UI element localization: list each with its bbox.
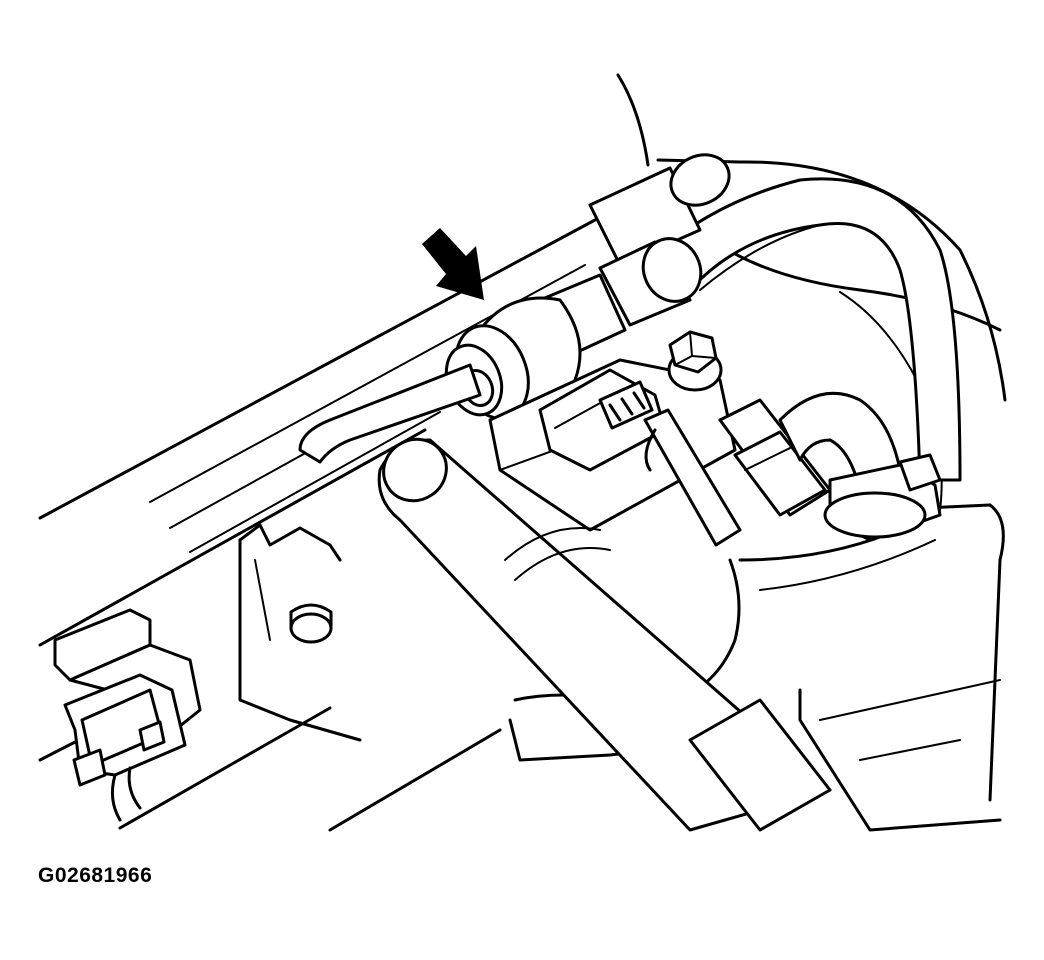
right-elbow-hose xyxy=(778,391,942,542)
manifold-stud xyxy=(289,603,333,644)
arrow-icon xyxy=(422,228,484,300)
figure-code: G02681966 xyxy=(38,864,153,887)
fuel-rail xyxy=(38,218,597,662)
mounting-bolt xyxy=(667,330,723,392)
upper-hose-coupling xyxy=(588,153,731,327)
return-hose-right xyxy=(658,177,962,482)
left-injector-connector xyxy=(53,608,202,822)
main-fuel-hose xyxy=(377,437,832,832)
fuel-supply-tube xyxy=(298,363,482,464)
